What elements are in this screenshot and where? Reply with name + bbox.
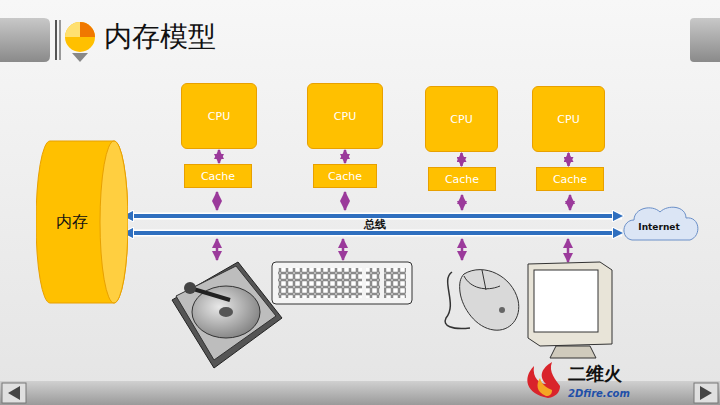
cpu-box: CPU xyxy=(425,86,498,152)
header-rule xyxy=(59,20,61,60)
header-bar xyxy=(0,18,50,62)
cache-box: Cache xyxy=(428,167,496,191)
node-label: Cache xyxy=(201,170,235,183)
bus-label: 总线 xyxy=(364,219,386,231)
node-label: CPU xyxy=(557,113,579,126)
header-rule xyxy=(55,20,57,60)
cache-box: Cache xyxy=(184,164,252,188)
header-bar xyxy=(690,18,720,62)
next-button xyxy=(694,383,718,403)
bus-tap-arrows xyxy=(217,192,570,262)
cpu-box: CPU xyxy=(181,83,257,149)
node-label: Cache xyxy=(553,173,587,186)
cpu-box: CPU xyxy=(532,86,605,152)
cache-box: Cache xyxy=(313,164,377,188)
cache-box: Cache xyxy=(536,167,604,191)
node-label: Cache xyxy=(445,173,479,186)
bus-line xyxy=(124,233,622,234)
prev-arrow xyxy=(8,386,20,400)
cpu-cache-link xyxy=(219,150,220,163)
cpu-cache-link xyxy=(461,153,462,166)
logo-text: 二维火 xyxy=(568,364,622,384)
node-label: Internet xyxy=(638,222,679,232)
node-label: CPU xyxy=(450,113,472,126)
keyboard xyxy=(272,262,412,304)
slide-title: 内存模型 xyxy=(104,18,216,56)
cpu-box: CPU xyxy=(307,83,383,149)
cpu-cache-link xyxy=(345,150,346,163)
memory-cylinder: 内存 xyxy=(36,140,128,304)
hard-disk xyxy=(172,262,282,368)
header-icon xyxy=(65,22,95,62)
monitor xyxy=(528,262,612,358)
footer-bar xyxy=(0,381,720,405)
logo-flame xyxy=(527,362,560,398)
node-label: CPU xyxy=(208,110,230,123)
next-arrow xyxy=(700,386,712,400)
node-label: 内存 xyxy=(56,212,88,233)
cpu-cache-link xyxy=(568,153,569,166)
node-label: CPU xyxy=(334,110,356,123)
logo-url: 2Dfire.com xyxy=(568,388,630,399)
internet-cloud: Internet xyxy=(620,204,702,246)
bus-line xyxy=(124,216,622,217)
prev-button xyxy=(2,383,26,403)
mouse xyxy=(445,270,519,331)
node-label: Cache xyxy=(328,170,362,183)
